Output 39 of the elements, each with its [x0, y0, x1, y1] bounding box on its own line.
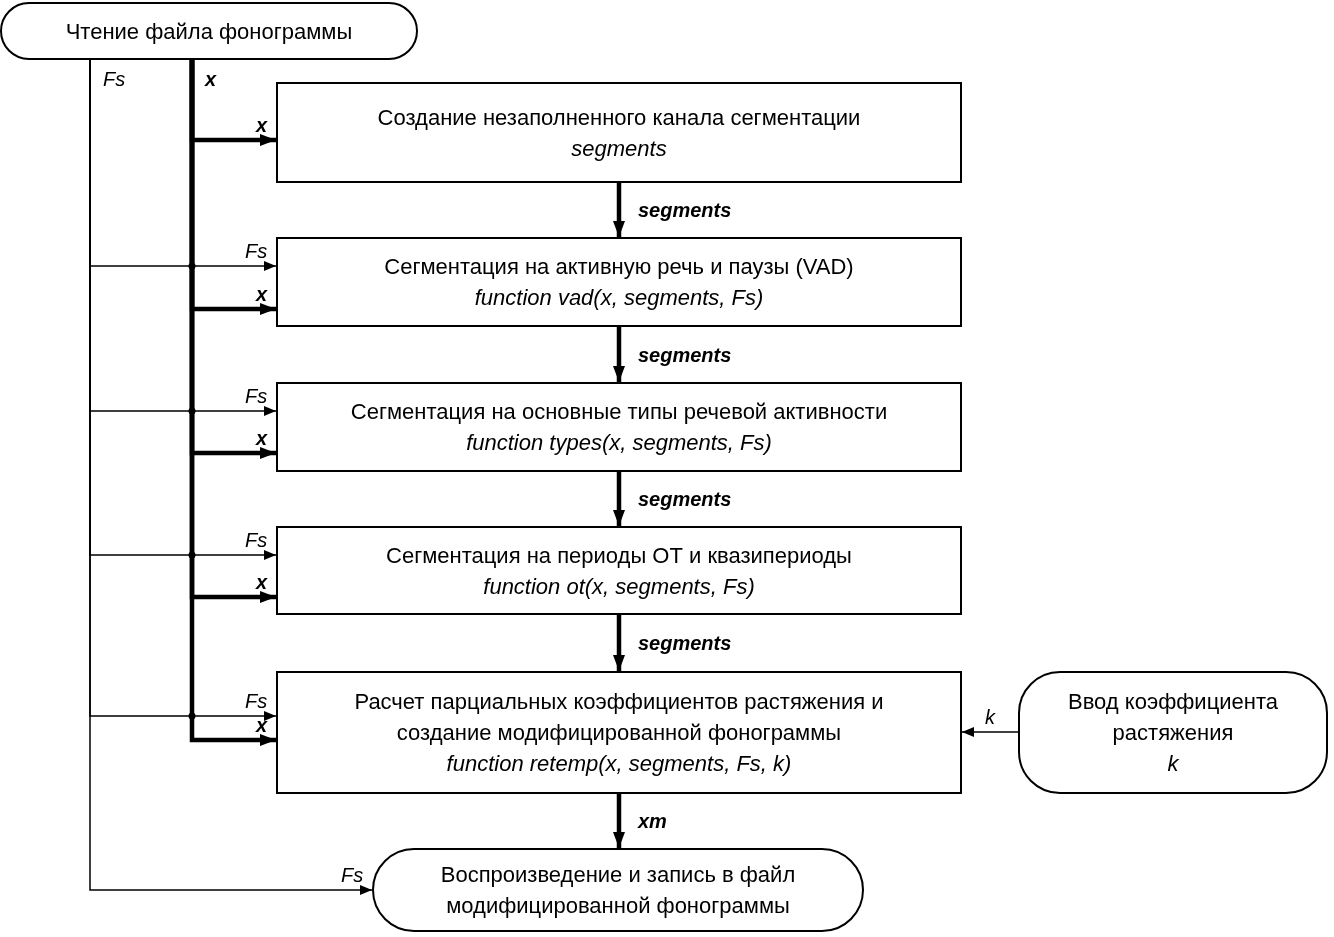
- edge-label: x: [255, 427, 269, 449]
- edge-label: Fs: [244, 690, 269, 712]
- arrow: [613, 472, 625, 526]
- process-box: [276, 671, 962, 794]
- node-text: Сегментация на основные типы речевой активности: [350, 398, 888, 426]
- edge-label: x: [255, 114, 269, 136]
- arrow: [961, 727, 1019, 737]
- signal-label: Fs: [103, 68, 126, 90]
- edge-label: k: [984, 706, 996, 728]
- edge-label: Fs: [244, 385, 269, 407]
- terminal-box: [1018, 671, 1328, 794]
- edge-label: x: [255, 714, 269, 736]
- function-signature: function retemp(x, segments, Fs, k): [446, 750, 792, 778]
- process-box: [276, 526, 962, 615]
- function-signature: function types(x, segments, Fs): [466, 429, 772, 457]
- edge-label: Fs: [340, 864, 365, 886]
- process-box: [276, 82, 962, 183]
- arrow: [613, 794, 625, 848]
- node-text: Чтение файла фонограммы: [65, 17, 353, 46]
- node-text: Сегментация на периоды ОТ и квазипериоды: [386, 541, 852, 570]
- arrow: [613, 183, 625, 237]
- arrow: [613, 615, 625, 671]
- arrow: [613, 327, 625, 382]
- function-signature: function vad(x, segments, Fs): [474, 284, 764, 312]
- edge-label: Fs: [244, 529, 269, 551]
- function-signature: k: [1167, 750, 1179, 778]
- process-box: [276, 382, 962, 472]
- node-text: Создание незаполненного канала сегментации: [377, 103, 861, 132]
- terminal-box: [0, 2, 418, 60]
- edge-label: Fs: [244, 240, 269, 262]
- edge-label: x: [255, 571, 269, 593]
- edge-label: x: [255, 283, 269, 305]
- process-box: [276, 237, 962, 327]
- arrow: [189, 60, 276, 746]
- node-text: Сегментация на активную речь и паузы (VAD): [384, 253, 854, 281]
- signal-label: x: [205, 68, 217, 90]
- node-text: Воспроизведение и запись в файл модифицированной фонограммы: [439, 861, 797, 920]
- function-signature: segments: [571, 134, 667, 163]
- function-signature: function ot(x, segments, Fs): [483, 572, 755, 601]
